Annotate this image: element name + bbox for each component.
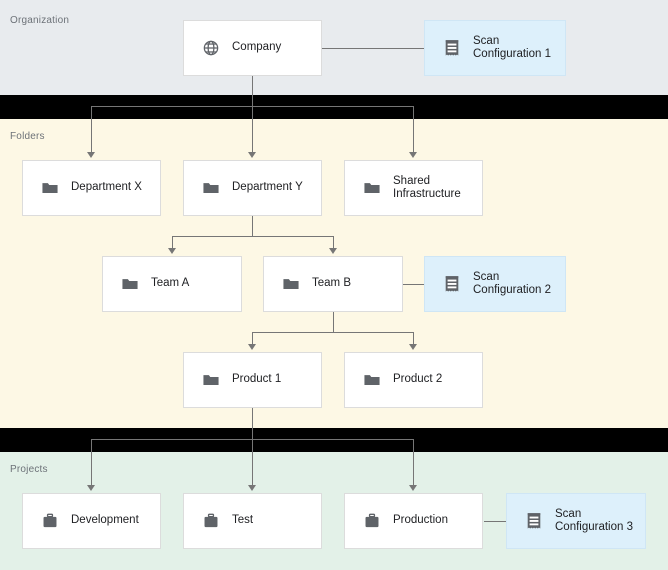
folder-icon [121,275,139,293]
briefcase-icon [41,512,59,530]
edge-to-team-b [333,236,334,250]
arrowhead-product-1 [248,344,256,350]
edge-products-spine [252,332,414,333]
node-label: Scan Configuration 3 [555,507,633,534]
arrowhead-shared-infrastructure [409,152,417,158]
projects-band-label: Projects [10,464,48,475]
edge-to-product-1 [252,332,253,346]
node-label: Product 1 [232,373,282,386]
edge-to-development [91,439,92,487]
node-test[interactable]: Test [183,493,322,549]
arrowhead-team-a [168,248,176,254]
node-team-b[interactable]: Team B [263,256,403,312]
edge-to-team-a [172,236,173,250]
briefcase-icon [363,512,381,530]
node-scan-configuration-2[interactable]: Scan Configuration 2 [424,256,566,312]
organization-band-label: Organization [10,15,70,26]
arrowhead-development [87,485,95,491]
arrowhead-test [248,485,256,491]
node-label: Department X [71,181,142,194]
node-label: Development [71,514,139,527]
briefcase-icon [202,512,220,530]
edge-to-department-y [252,106,253,154]
node-label: Scan Configuration 1 [473,34,551,61]
node-label: Test [232,514,254,527]
arrowhead-department-y [248,152,256,158]
node-product-2[interactable]: Product 2 [344,352,483,408]
node-company[interactable]: Company [183,20,322,76]
edge-team-b-to-scan-configuration-2 [403,284,424,285]
edge-company-stem [252,76,253,106]
edge-to-production [413,439,414,487]
folder-icon [202,371,220,389]
node-label: Shared Infrastructure [393,174,461,201]
node-development[interactable]: Development [22,493,161,549]
node-product-1[interactable]: Product 1 [183,352,322,408]
edge-to-test [252,439,253,487]
arrowhead-team-b [329,248,337,254]
divider-band-top [0,95,668,119]
edge-teams-spine [172,236,334,237]
folder-icon [363,179,381,197]
node-scan-configuration-3[interactable]: Scan Configuration 3 [506,493,646,549]
scan-configuration-icon [443,275,461,293]
node-label: Department Y [232,181,303,194]
node-label: Team A [151,277,190,290]
folder-icon [202,179,220,197]
node-production[interactable]: Production [344,493,483,549]
node-shared-infrastructure[interactable]: Shared Infrastructure [344,160,483,216]
globe-icon [202,39,220,57]
edge-to-product-2 [413,332,414,346]
edge-to-department-x [91,106,92,154]
folder-icon [282,275,300,293]
scan-configuration-icon [443,39,461,57]
arrowhead-product-2 [409,344,417,350]
node-team-a[interactable]: Team A [102,256,242,312]
edge-department-y-stem [252,216,253,236]
node-label: Team B [312,277,351,290]
edge-company-to-scan-configuration-1 [322,48,424,49]
node-label: Company [232,41,282,54]
node-department-x[interactable]: Department X [22,160,161,216]
edge-team-b-stem [333,312,334,332]
node-scan-configuration-1[interactable]: Scan Configuration 1 [424,20,566,76]
edge-product-1-stem [252,408,253,439]
arrowhead-production [409,485,417,491]
node-label: Production [393,514,448,527]
scan-configuration-icon [525,512,543,530]
divider-band-bottom [0,428,668,452]
arrowhead-department-x [87,152,95,158]
folders-band-label: Folders [10,131,45,142]
edge-to-shared-infrastructure [413,106,414,154]
node-department-y[interactable]: Department Y [183,160,322,216]
edge-production-to-scan-configuration-3 [484,521,506,522]
node-label: Product 2 [393,373,443,386]
folder-icon [41,179,59,197]
node-label: Scan Configuration 2 [473,270,551,297]
folder-icon [363,371,381,389]
